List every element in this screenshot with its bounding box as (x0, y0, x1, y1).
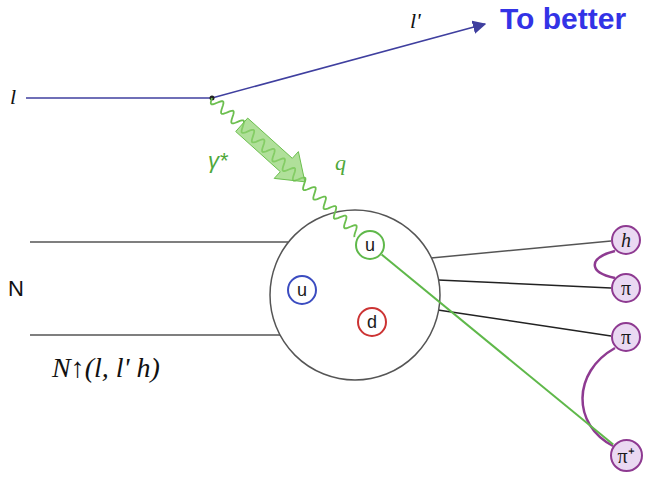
node-label: π (621, 326, 631, 349)
string-curve (582, 348, 615, 446)
photon-wave (211, 98, 357, 237)
nucleon-line (30, 334, 280, 336)
quark-circle: u (287, 275, 317, 305)
node-label: u (365, 235, 375, 256)
node-label: u (297, 280, 307, 301)
lepton-line (26, 97, 212, 99)
momentum-label: q (335, 150, 346, 176)
quark-circle: d (357, 307, 387, 337)
nucleon-line (30, 241, 288, 243)
heading-fragment: To better (500, 2, 626, 36)
string-curve (595, 251, 615, 278)
node-label: h (621, 229, 631, 252)
lepton-label: l (10, 84, 16, 110)
photon-arrow (236, 118, 305, 182)
hadron-circle: π (611, 273, 641, 303)
remnant-line (431, 241, 611, 258)
lepton-line (212, 24, 485, 98)
struck-quark-circle: u (355, 230, 385, 260)
process-label: N↑(l, l' h) (52, 352, 160, 384)
hadron-circle: π (611, 322, 641, 352)
node-label: π⁺ (617, 442, 634, 469)
lepton-label: l' (410, 8, 421, 34)
nucleon-label: N (8, 276, 24, 302)
hadron-circle: π⁺ (610, 439, 643, 472)
remnant-line (438, 280, 611, 288)
hadron-circle: h (611, 225, 641, 255)
node-label: π (621, 277, 631, 300)
photon-label: γ* (208, 148, 228, 174)
quark-track (382, 255, 614, 445)
node-label: d (367, 312, 377, 333)
